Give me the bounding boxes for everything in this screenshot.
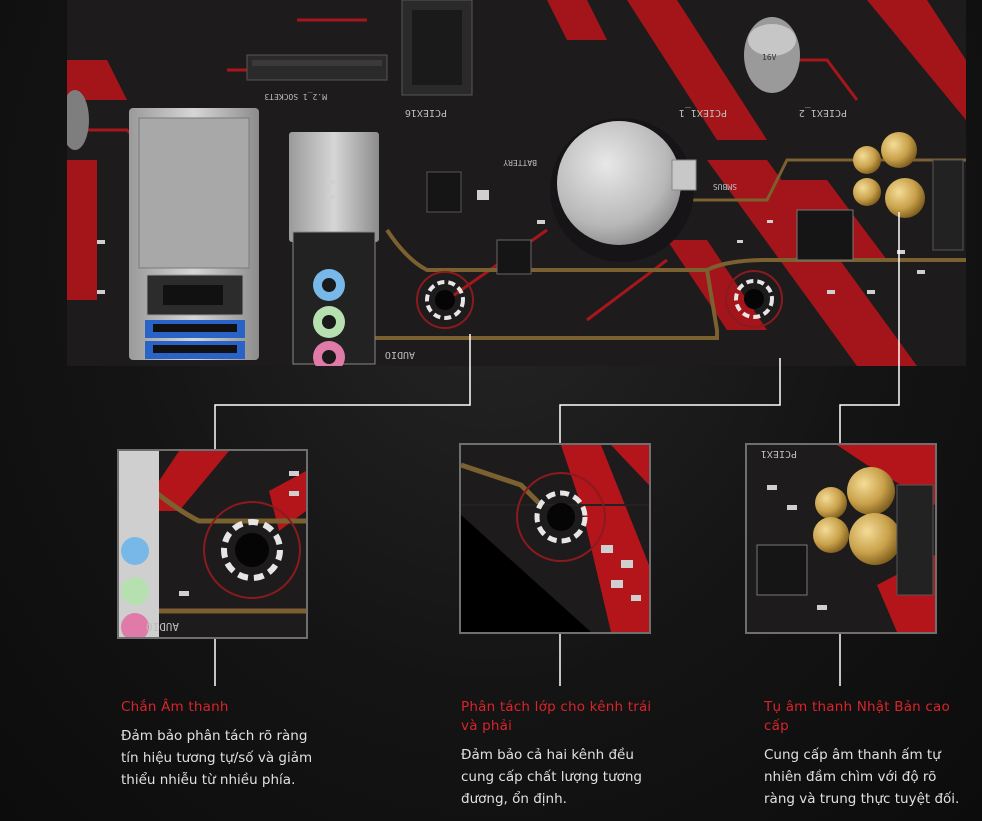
panel-3-pciex-label: PCIEX1 xyxy=(761,448,797,459)
label-m2-socket: M.2_1 SOCKET3 xyxy=(264,92,327,101)
feature-title: Tụ âm thanh Nhật Bản cao cấp xyxy=(764,699,950,734)
feature-description: Đảm bảo phân tách rõ ràng tín hiệu tương… xyxy=(121,728,313,788)
label-audio: AUDIO xyxy=(385,349,415,360)
feature-layer-separation: Phân tách lớp cho kênh trái và phải Đảm … xyxy=(461,698,661,810)
panel-1-audio-label: AUDIO xyxy=(146,620,179,633)
label-battery: BATTERY xyxy=(503,158,537,167)
motherboard-image: PCIEX1_1 PCIEX1_2 PCIEX16 M.2_1 SOCKET3 … xyxy=(67,0,966,366)
feature-audio-shielding: Chắn Âm thanh Đảm bảo phân tách rõ ràng … xyxy=(121,698,321,791)
feature-title: Phân tách lớp cho kênh trái và phải xyxy=(461,699,652,734)
zoom-panel-audio-shield: AUDIO xyxy=(117,449,308,639)
feature-title: Chắn Âm thanh xyxy=(121,699,229,715)
label-smbus: SMBUS xyxy=(713,182,737,191)
label-capacitor: 16V xyxy=(762,53,777,62)
feature-description: Đảm bảo cả hai kênh đều cung cấp chất lư… xyxy=(461,747,643,807)
label-pciex1-2: PCIEX1_2 xyxy=(799,107,847,118)
feature-description: Cung cấp âm thanh ấm tự nhiên đầm chìm v… xyxy=(764,747,960,807)
label-pciex1-1: PCIEX1_1 xyxy=(679,107,727,118)
label-pciex16: PCIEX16 xyxy=(405,107,447,118)
feature-audio-capacitors: Tụ âm thanh Nhật Bản cao cấp Cung cấp âm… xyxy=(764,698,964,810)
zoom-panel-layer-separation xyxy=(459,443,651,634)
zoom-panel-audio-capacitors: PCIEX1 xyxy=(745,443,937,634)
